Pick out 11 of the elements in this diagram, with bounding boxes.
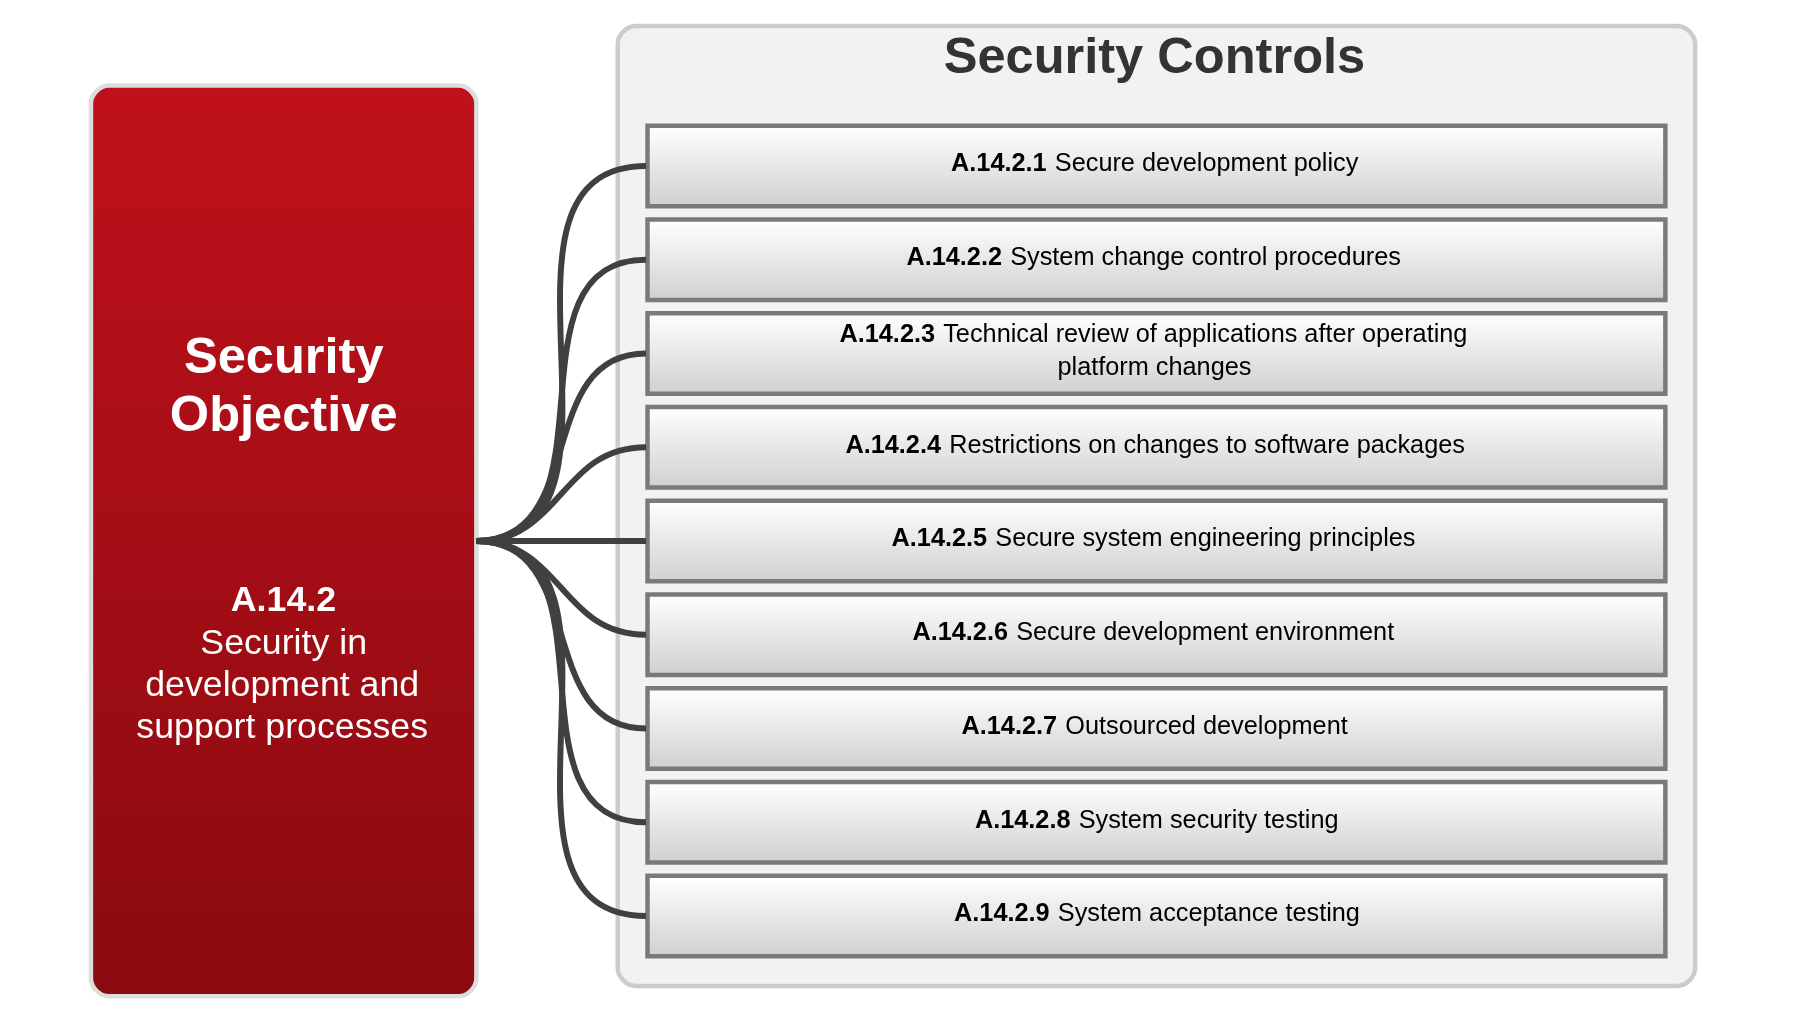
node-box: A.14.2.8 System security testing <box>645 779 1668 865</box>
connector <box>475 538 647 919</box>
node-box: Security Objective A.14.2 Security in development and support processes <box>88 83 479 999</box>
node-box: A.14.2.3 Technical review of applications after operating platform changes <box>645 311 1668 396</box>
node-box: A.14.2.6 Secure development environment <box>645 592 1668 678</box>
node-box: A.14.2.9 System acceptance testing <box>645 873 1668 959</box>
node-box: A.14.2.7 Outsourced development <box>645 686 1668 771</box>
node-box: A.14.2.2 System change control procedures <box>645 217 1668 303</box>
node-box: A.14.2.4 Restrictions on changes to software packages <box>645 404 1668 490</box>
node-box: A.14.2.1 Secure development policy <box>645 123 1668 209</box>
node-box: A.14.2.5 Secure system engineering principles <box>645 498 1668 584</box>
